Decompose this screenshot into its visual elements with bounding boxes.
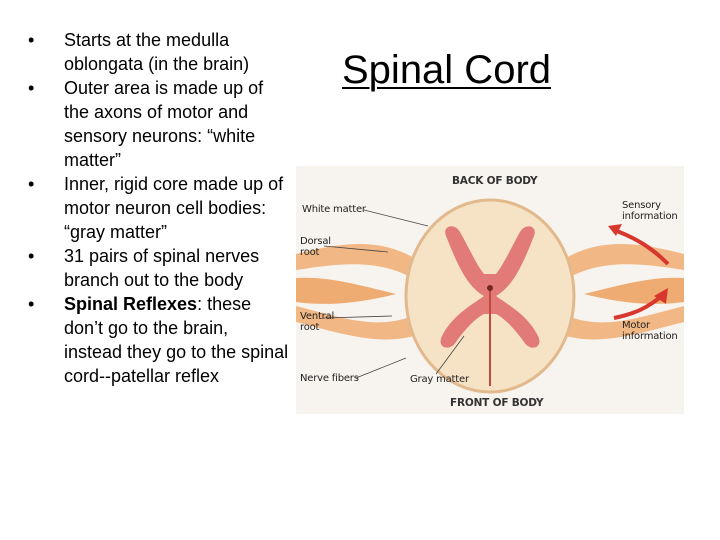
dorsal-root-label: Dorsal root <box>300 236 331 258</box>
bullet-text: : these don’t go to the brain, instead t… <box>64 294 289 386</box>
motor-arrow-head <box>654 288 668 304</box>
bullet-glyph: • <box>28 30 35 50</box>
left-nerve-trunk <box>296 277 396 304</box>
leader-nerve <box>355 357 407 379</box>
bullet-list: • Starts at the medulla oblongata (in the… <box>28 28 290 388</box>
bullet-item: • Spinal Reflexes: these don’t go to the … <box>28 292 290 388</box>
bullet-text: Inner, rigid core made up of motor neuro… <box>64 174 284 242</box>
sensory-info-label: Sensory information <box>622 200 678 222</box>
diagram-graphic <box>296 198 684 394</box>
bullet-glyph: • <box>28 78 35 98</box>
ventral-root-label: Ventral root <box>300 311 335 333</box>
bullet-item: • Inner, rigid core made up of motor neur… <box>28 172 290 244</box>
leader-gray <box>435 335 465 375</box>
right-nerve-ventral <box>566 306 684 340</box>
spinal-cord-diagram: BACK OF BODY FRONT OF BODY White matter … <box>296 166 684 414</box>
gray-matter-label: Gray matter <box>410 374 469 385</box>
bullet-text: Outer area is made up of the axons of mo… <box>64 78 264 170</box>
back-of-body-label: BACK OF BODY <box>452 175 538 187</box>
bullet-glyph: • <box>28 246 35 266</box>
left-nerve-dorsal <box>296 243 414 278</box>
bullet-text: Starts at the medulla oblongata (in the … <box>64 30 250 74</box>
bullet-glyph: • <box>28 174 35 194</box>
bullet-item: • Starts at the medulla oblongata (in the… <box>28 28 290 76</box>
bullet-item: • 31 pairs of spinal nerves branch out to… <box>28 244 290 292</box>
sensory-arrow <box>613 228 670 266</box>
bullet-item: • Outer area is made up of the axons of m… <box>28 76 290 172</box>
slide-title: Spinal Cord <box>342 48 552 92</box>
bullet-bold: Spinal Reflexes <box>64 294 198 314</box>
right-nerve-trunk <box>584 277 684 304</box>
front-of-body-label: FRONT OF BODY <box>450 397 544 409</box>
canal <box>487 285 493 291</box>
left-nerve-ventral <box>296 306 414 340</box>
nerve-fibers-label: Nerve fibers <box>300 373 359 384</box>
bullet-glyph: • <box>28 294 35 314</box>
white-matter-label: White matter <box>302 204 366 215</box>
motor-info-label: Motor information <box>622 320 678 342</box>
bullet-text: 31 pairs of spinal nerves branch out to … <box>64 246 260 290</box>
sensory-arrow-head <box>608 224 622 236</box>
leader-ventral <box>323 315 393 319</box>
leader-white <box>363 209 429 227</box>
leader-dorsal <box>323 245 389 253</box>
